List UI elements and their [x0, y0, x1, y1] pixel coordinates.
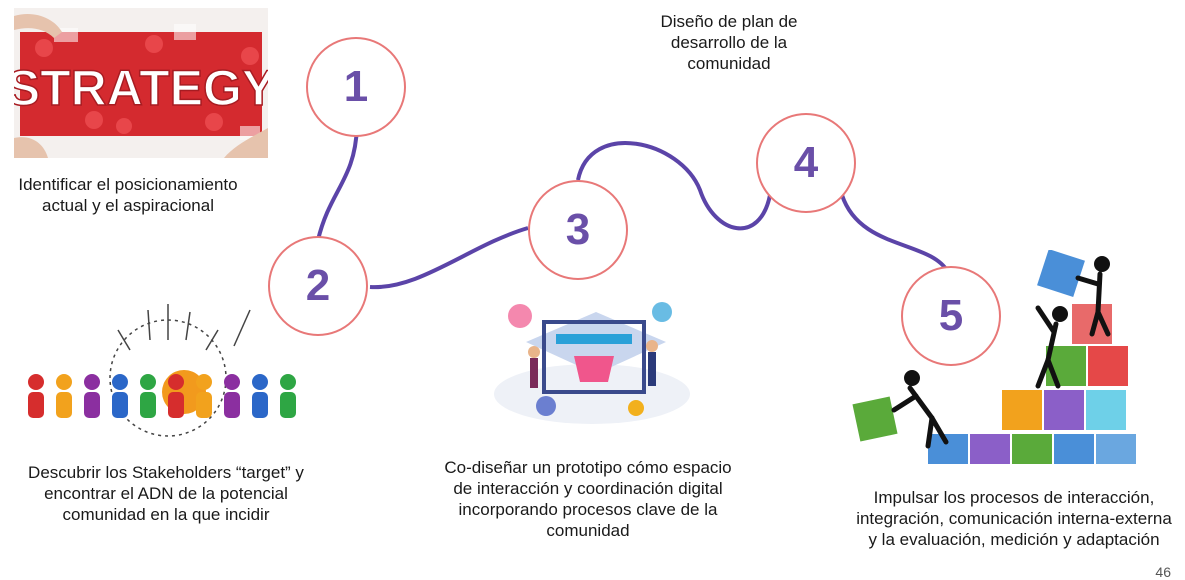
step-5-circle: 5 [901, 266, 1001, 366]
step-3-number: 3 [565, 205, 591, 254]
step-2-number: 2 [305, 261, 331, 310]
step-4-number: 4 [793, 138, 819, 187]
step-2-caption: Descubrir los Stakeholders “target” y en… [28, 463, 304, 524]
strategy-text: STRATEGY [14, 60, 268, 116]
step-4-circle: 4 [756, 113, 856, 213]
step-5-number: 5 [938, 291, 964, 340]
step-4-caption: Diseño de plan de desarrollo de la comun… [660, 12, 798, 73]
step-3-circle: 3 [528, 180, 628, 280]
step-5-caption: Impulsar los procesos de interacción, in… [856, 488, 1172, 549]
teamwork-puzzle-image [842, 249, 1172, 468]
page-number: 46 [1155, 564, 1171, 580]
step-1-number: 1 [343, 62, 369, 111]
step-3-caption: Co-diseñar un prototipo cómo espacio de … [444, 458, 732, 540]
strategy-puzzle-image: STRATEGY [6, 8, 276, 158]
prototype-3d-printer-image [486, 282, 698, 432]
stakeholders-image [18, 300, 318, 440]
step-1-caption: Identificar el posicionamiento actual y … [18, 175, 238, 215]
step-1-circle: 1 [306, 37, 406, 137]
step-2-circle: 2 [268, 236, 368, 336]
